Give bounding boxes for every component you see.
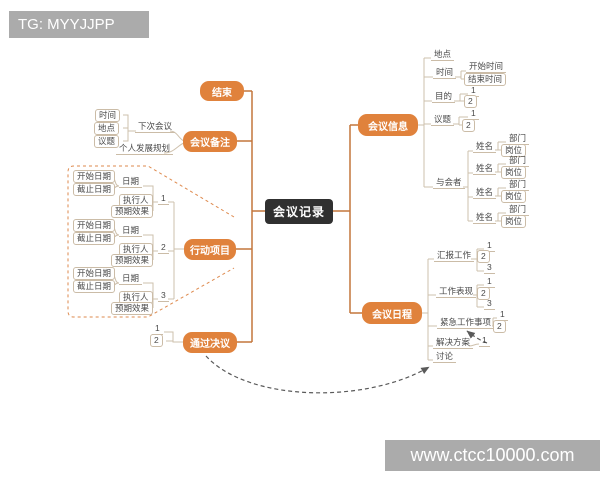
main-branch-lines — [236, 90, 362, 343]
leaf-position-2: 岗位 — [501, 166, 527, 179]
leaf-next-meeting-place: 地点 — [94, 122, 120, 135]
leaf-urgent-2: 2 — [493, 320, 506, 333]
leaf-solution-1: 1 — [479, 335, 490, 347]
leaf-report-3: 3 — [484, 262, 495, 274]
leaf-personal-plan: 个人发展规划 — [116, 143, 174, 155]
branch-meeting-agenda: 会议日程 — [362, 302, 422, 324]
dashed-group-border — [67, 165, 235, 318]
leaf-g3-deadline: 截止日期 — [73, 280, 116, 293]
leaf-g2-number: 2 — [158, 242, 169, 254]
leaf-next-meeting-topic: 议题 — [94, 135, 120, 148]
leaf-report-work: 汇报工作 — [434, 250, 475, 262]
leaf-end-time: 结束时间 — [464, 73, 507, 86]
leaf-work-performance: 工作表现 — [436, 286, 477, 298]
leaf-topic-2: 2 — [462, 119, 475, 132]
leaf-g3-date: 日期 — [119, 273, 143, 285]
leaf-topic: 议题 — [431, 114, 455, 126]
leaf-g1-deadline: 截止日期 — [73, 183, 116, 196]
leaf-purpose-2: 2 — [464, 95, 477, 108]
leaf-g1-start-date: 开始日期 — [73, 170, 116, 183]
leaf-name-4: 姓名 — [473, 212, 497, 224]
watermark-top-left: TG: MYYJJPP — [9, 11, 149, 38]
leaf-g1-date: 日期 — [119, 176, 143, 188]
leaf-g2-start-date: 开始日期 — [73, 219, 116, 232]
branch-meeting-notes: 会议备注 — [183, 131, 237, 152]
leaf-solution: 解决方案 — [433, 337, 474, 349]
leaf-name-2: 姓名 — [473, 163, 497, 175]
leaf-g2-date: 日期 — [119, 225, 143, 237]
leaf-discussion: 讨论 — [433, 351, 457, 363]
leaf-g2-expected-effect: 预期效果 — [111, 254, 154, 267]
leaf-performance-3: 3 — [484, 298, 495, 310]
leaf-info-time: 时间 — [433, 67, 457, 79]
leaf-name-3: 姓名 — [473, 187, 497, 199]
leaf-g2-deadline: 截止日期 — [73, 232, 116, 245]
node-root: 会议记录 — [265, 199, 333, 224]
leaf-attendees: 与会者 — [433, 177, 465, 189]
leaf-position-4: 岗位 — [501, 215, 527, 228]
leaf-next-meeting-time: 时间 — [95, 109, 121, 122]
leaf-position-1: 岗位 — [501, 144, 527, 157]
leaf-g1-number: 1 — [158, 193, 169, 205]
leaf-g1-expected-effect: 预期效果 — [111, 205, 154, 218]
leaf-g3-expected-effect: 预期效果 — [111, 302, 154, 315]
leaf-g3-number: 3 — [158, 290, 169, 302]
leaf-performance-2: 2 — [477, 287, 490, 300]
leaf-info-place: 地点 — [431, 49, 455, 61]
leaf-g3-start-date: 开始日期 — [73, 267, 116, 280]
arrow-solution-to-urgent — [466, 330, 488, 344]
leaf-purpose: 目的 — [432, 91, 456, 103]
leaf-position-3: 岗位 — [501, 190, 527, 203]
branch-meeting-info: 会议信息 — [358, 114, 418, 136]
branch-end: 结束 — [200, 81, 244, 101]
leaf-next-meeting: 下次会议 — [135, 121, 176, 133]
branch-action-items: 行动项目 — [184, 239, 236, 260]
leaf-urgent-items: 紧急工作事项 — [437, 317, 495, 329]
watermark-bottom-right: www.ctcc10000.com — [385, 440, 600, 471]
relation-arrows — [205, 330, 488, 394]
branch-resolutions: 通过决议 — [183, 332, 237, 353]
leaf-resolution-2: 2 — [150, 334, 163, 347]
leaf-report-2: 2 — [477, 250, 490, 263]
leaf-start-time: 开始时间 — [466, 61, 507, 73]
leaf-name-1: 姓名 — [473, 141, 497, 153]
arrow-resolution-to-discussion — [205, 355, 430, 394]
